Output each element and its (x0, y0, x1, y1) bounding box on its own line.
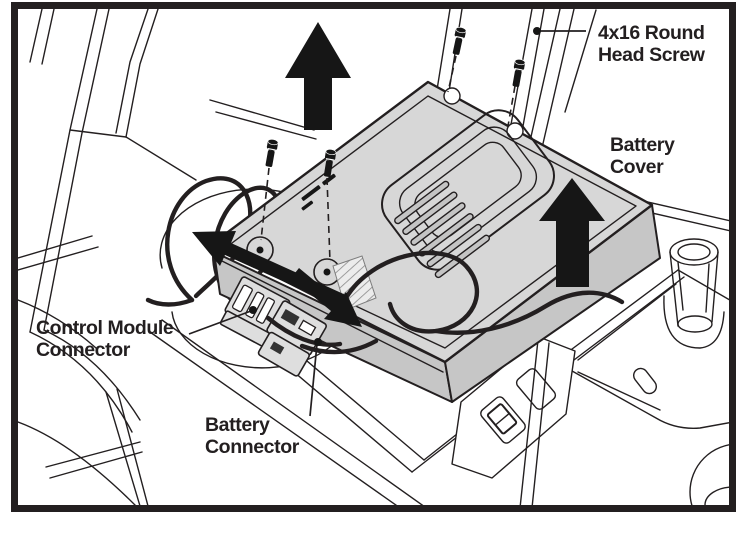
screw-notch (443, 87, 461, 105)
body-line (43, 9, 110, 331)
screw-notch (506, 122, 524, 140)
screw-label: 4x16 Round Head Screw (598, 22, 705, 66)
up-arrow-icon (539, 178, 605, 287)
deck-rail (577, 283, 677, 411)
leader-lines (188, 27, 586, 417)
leader-line (188, 310, 252, 335)
vent-slots (394, 180, 491, 279)
body-post (519, 339, 550, 505)
body-line (115, 9, 149, 134)
body-line (105, 388, 149, 505)
leader-dot (249, 306, 257, 314)
control-module-connector-label: Control Module Connector (36, 317, 174, 361)
body-line (18, 421, 136, 505)
connector-clip (269, 341, 285, 355)
screw-guide-dash (447, 55, 457, 93)
body-recess-circle (689, 444, 729, 505)
battery-cover-label: Battery Cover (610, 134, 675, 178)
wheel-arch-line (29, 331, 133, 433)
body-line (125, 136, 197, 181)
body-line (18, 299, 97, 349)
body-line (69, 129, 127, 138)
body-line (18, 235, 99, 271)
dashboard-panel (451, 336, 576, 505)
deck-rail (559, 269, 685, 367)
leader-dot (533, 27, 541, 35)
wire-path (299, 338, 379, 355)
wire-path (265, 315, 343, 347)
battery-cover-rim (227, 95, 637, 349)
wire-path (343, 250, 479, 334)
body-line (209, 99, 317, 140)
screw-hole (323, 268, 331, 276)
body-line (29, 9, 55, 65)
cup-holder (663, 238, 725, 349)
molded-text-mark (301, 173, 336, 211)
frame-border (11, 2, 736, 512)
vehicle-body (18, 9, 729, 505)
unplug-arrow-icon (291, 268, 362, 327)
leader-line (309, 343, 318, 417)
wire-harness-right (265, 250, 625, 355)
floor-edge-line (149, 319, 424, 505)
deck-rail (677, 269, 729, 301)
screw-guide-dash (260, 167, 270, 241)
screw-guide-dash (507, 85, 516, 127)
body-line (45, 441, 143, 479)
battery-cover-handle (381, 109, 555, 271)
screw-guide-dash (326, 177, 331, 263)
connector-clip (280, 309, 300, 326)
deck-slot (632, 367, 658, 395)
battery-connector-label: Battery Connector (205, 414, 299, 458)
screws (260, 25, 527, 263)
deck-rail (555, 361, 729, 429)
up-arrow-icon (285, 22, 351, 130)
wheel-arch-line (43, 329, 141, 421)
wire-path (145, 297, 195, 307)
screw-hole (256, 246, 264, 254)
body-line (125, 9, 159, 138)
wire-path (433, 290, 625, 335)
leader-dot (314, 338, 322, 346)
